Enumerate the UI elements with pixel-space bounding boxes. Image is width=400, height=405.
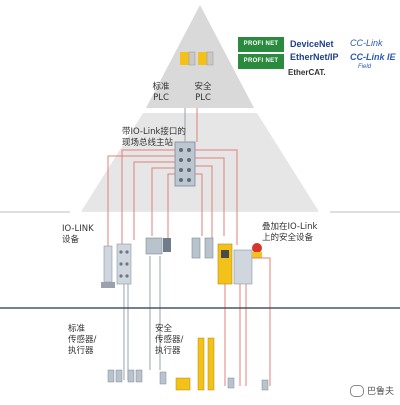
cclink-logo: CC-Link — [350, 38, 383, 48]
pyramid-middle — [82, 113, 318, 210]
safety-sensor-1 — [159, 371, 167, 385]
plc-module-right — [198, 52, 207, 65]
profinet-logo-2: PROFI NET — [238, 54, 284, 69]
std-sensor-2 — [115, 369, 123, 383]
label-std-plc: 标准 PLC — [152, 82, 170, 103]
safety-switch — [175, 377, 191, 391]
safety-sensor-2 — [227, 377, 235, 389]
label-safe-plc: 安全 PLC — [194, 82, 212, 103]
emergency-stop-icon — [252, 243, 262, 253]
iolink-sensor-4 — [204, 237, 214, 259]
ethernetip-logo: EtherNet/IP — [290, 52, 339, 62]
ethercat-logo: EtherCAT. — [288, 68, 326, 77]
light-curtain-1 — [197, 337, 205, 391]
iolink-hub-1 — [116, 243, 132, 285]
label-safety-over-iolink: 叠加在IO-Link 上的安全设备 — [262, 222, 318, 243]
iolink-sensor-1 — [103, 245, 113, 283]
std-sensor-3 — [127, 369, 135, 383]
safety-io-module — [233, 249, 253, 285]
iolink-sensor-3 — [191, 237, 201, 259]
label-fieldbus-master: 带IO-Link接口的 现场总线主站 — [122, 127, 186, 148]
watermark: 巴鲁夫 — [349, 384, 394, 397]
watermark-text: 巴鲁夫 — [366, 387, 394, 397]
wechat-icon — [349, 384, 364, 397]
cclink-ie-field-logo: Field — [358, 64, 372, 70]
devicenet-logo: DeviceNet — [290, 39, 334, 49]
plc-module-left — [180, 52, 189, 65]
label-std-sensors: 标准 传感器/ 执行器 — [68, 324, 97, 356]
light-curtain-2 — [207, 337, 215, 391]
iolink-module-2 — [145, 237, 163, 255]
std-sensor-4 — [135, 369, 143, 383]
std-sensor-1 — [107, 369, 115, 383]
cclink-ie-logo: CC-Link IE — [350, 52, 396, 62]
label-iolink-devices: IO-LINK 设备 — [62, 224, 94, 245]
profinet-logo-1: PROFI NET — [238, 37, 284, 52]
label-safe-sensors: 安全 传感器/ 执行器 — [155, 324, 184, 356]
safety-sensor-3 — [261, 379, 269, 391]
